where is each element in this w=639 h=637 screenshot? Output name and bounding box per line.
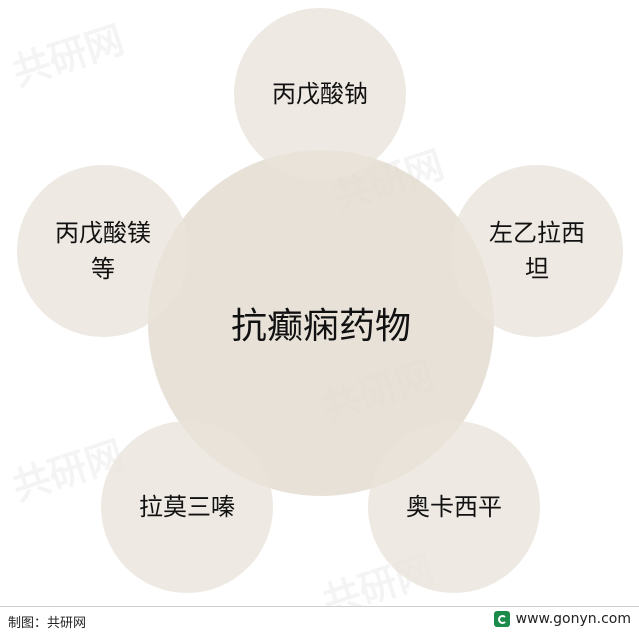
source-text: 制图：共研网 <box>8 616 87 631</box>
node-label: 左乙拉西坦 <box>489 219 585 283</box>
node-lamotrigine: 拉莫三嗪 <box>101 421 273 593</box>
watermark: 共研网 <box>4 9 129 97</box>
gonyn-logo-icon <box>493 611 510 627</box>
site-url: www.gonyn.com <box>515 611 631 627</box>
node-label: 拉莫三嗪 <box>139 493 235 521</box>
node-label: 丙戊酸钠 <box>272 80 368 108</box>
footer: 制图：共研网 www.gonyn.com <box>0 606 639 637</box>
node-levetiracetam: 左乙拉西坦 <box>451 165 623 337</box>
node-valproate-magnesium: 丙戊酸镁等 <box>17 165 189 337</box>
node-oxcarbazepine: 奥卡西平 <box>368 421 540 593</box>
node-label: 奥卡西平 <box>406 493 502 521</box>
site-link[interactable]: www.gonyn.com <box>493 611 631 627</box>
center-node-label: 抗癫痫药物 <box>230 306 411 347</box>
node-valproate-sodium: 丙戊酸钠 <box>234 8 406 180</box>
diagram: 共研网 共研网 共研网 共研网 共研网 抗癫痫药物 丙戊酸钠 左乙拉西坦 奥卡西… <box>4 8 623 624</box>
node-label: 丙戊酸镁等 <box>55 219 151 283</box>
